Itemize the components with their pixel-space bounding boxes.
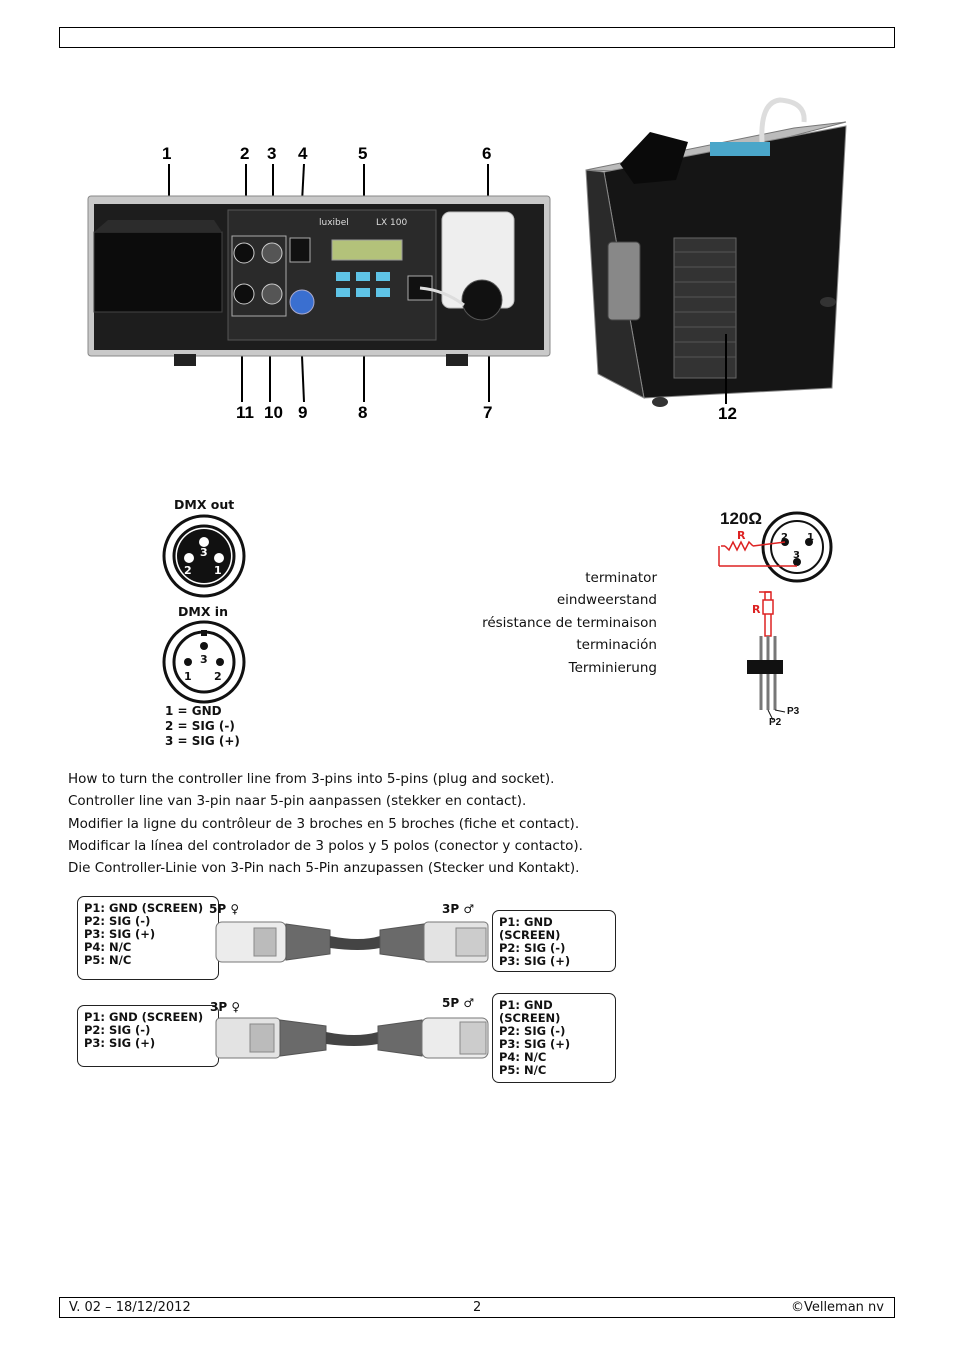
pin-row: P2: SIG (-) <box>84 1023 151 1037</box>
cable1-left-pins: P1: GND (SCREEN) P2: SIG (-) P3: SIG (+)… <box>77 896 219 980</box>
cable2-right-pins: P1: GND (SCREEN) P2: SIG (-) P3: SIG (+)… <box>492 993 616 1083</box>
footer: V. 02 – 18/12/2012 2 ©Velleman nv <box>59 1297 895 1318</box>
instruction-fr: Modifier la ligne du contrôleur de 3 bro… <box>68 816 580 832</box>
pin-row: P3: SIG (+) <box>84 927 156 941</box>
callout-10: 10 <box>264 403 283 422</box>
cable2-left-type: 3P ♀ <box>210 1000 241 1014</box>
pin-row: P4: N/C <box>499 1050 547 1064</box>
instruction-nl: Controller line van 3-pin naar 5-pin aan… <box>68 793 527 809</box>
instruction-es: Modificar la línea del controlador de 3 … <box>68 838 583 854</box>
pin-row: P2: SIG (-) <box>84 914 151 928</box>
callout-5: 5 <box>358 144 368 163</box>
device-front-figure: 1 2 3 4 5 6 11 10 9 8 7 luxibe <box>84 140 554 430</box>
footer-version: V. 02 – 18/12/2012 <box>69 1300 191 1315</box>
pin-row: P4: N/C <box>84 940 132 954</box>
device-front-drawing: luxibel LX 100 <box>87 163 551 403</box>
svg-text:2: 2 <box>214 670 222 683</box>
svg-text:2: 2 <box>184 564 192 577</box>
svg-text:3: 3 <box>793 550 800 561</box>
callout-6: 6 <box>482 144 492 163</box>
pin-row: P1: GND (SCREEN) <box>499 998 561 1025</box>
cable1-right-pins: P1: GND (SCREEN) P2: SIG (-) P3: SIG (+) <box>492 910 616 972</box>
cable2-left-pins: P1: GND (SCREEN) P2: SIG (-) P3: SIG (+) <box>77 1005 219 1067</box>
resistor-label-header: R <box>752 603 761 616</box>
cable1-left-type: 5P ♀ <box>209 902 240 916</box>
pin-row: P2: SIG (-) <box>499 1024 566 1038</box>
callout-1: 1 <box>162 144 172 163</box>
pin-row: P3: SIG (+) <box>499 954 571 968</box>
pin-row: P2: SIG (-) <box>499 941 566 955</box>
callout-11: 11 <box>236 403 254 422</box>
callout-12: 12 <box>718 404 737 423</box>
dmx-legend-1: 1 = GND <box>165 704 222 718</box>
footer-copyright: ©Velleman nv <box>790 1300 884 1315</box>
header-p2-label: P2 <box>769 717 782 728</box>
callout-4: 4 <box>298 144 308 163</box>
svg-text:1: 1 <box>214 564 222 577</box>
callout-2: 2 <box>240 144 250 163</box>
cable1-right-type: 3P ♂ <box>442 902 475 916</box>
svg-text:2: 2 <box>781 532 788 543</box>
terminator-es: terminación <box>576 637 657 654</box>
terminator-de: Terminierung <box>568 659 657 676</box>
terminator-nl: eindweerstand <box>556 592 657 609</box>
dmx-out-connector: 3 2 1 <box>162 514 246 598</box>
svg-text:3: 3 <box>200 653 208 666</box>
cable2-drawing <box>215 1017 489 1059</box>
callout-9: 9 <box>298 403 308 422</box>
terminator-labels: terminator eindweerstand résistance de t… <box>397 567 657 679</box>
svg-text:3: 3 <box>200 546 208 559</box>
callout-8: 8 <box>358 403 368 422</box>
dmx-legend-2: 2 = SIG (-) <box>165 719 235 733</box>
terminator-ohm: 120Ω <box>720 509 762 528</box>
pin-row: P1: GND (SCREEN) <box>499 915 561 942</box>
pin-row: P5: N/C <box>499 1063 547 1077</box>
terminator-diagram: 2 1 3 R R <box>718 511 833 721</box>
callout-7: 7 <box>483 403 493 422</box>
svg-text:1: 1 <box>184 670 192 683</box>
cable1-drawing <box>215 921 489 963</box>
pin-row: P3: SIG (+) <box>499 1037 571 1051</box>
device-side-figure: 12 <box>584 92 854 426</box>
dmx-in-label: DMX in <box>178 604 228 619</box>
resistor-label-top: R <box>737 529 746 542</box>
pin-row: P5: N/C <box>84 953 132 967</box>
dmx-in-connector: 3 1 2 <box>162 620 246 704</box>
header-p3-label: P3 <box>787 706 800 717</box>
footer-page-number: 2 <box>473 1300 482 1315</box>
device-side-drawing <box>585 97 847 407</box>
pin-row: P1: GND (SCREEN) <box>84 901 204 915</box>
terminator-fr: résistance de terminaison <box>482 614 657 631</box>
pin-row: P1: GND (SCREEN) <box>84 1010 204 1024</box>
header-box <box>59 27 895 48</box>
pin-row: P3: SIG (+) <box>84 1036 156 1050</box>
svg-text:1: 1 <box>807 532 814 543</box>
cable2-right-type: 5P ♂ <box>442 996 475 1010</box>
callout-3: 3 <box>267 144 277 163</box>
terminator-en: terminator <box>585 570 657 586</box>
model-text: LX 100 <box>376 218 407 228</box>
dmx-legend-3: 3 = SIG (+) <box>165 734 240 748</box>
brand-text: luxibel <box>319 218 349 228</box>
dmx-legend: 1 = GND 2 = SIG (-) 3 = SIG (+) <box>165 704 240 749</box>
instruction-de: Die Controller-Linie von 3-Pin nach 5-Pi… <box>68 860 580 876</box>
dmx-out-label: DMX out <box>174 497 235 512</box>
instruction-en: How to turn the controller line from 3-p… <box>68 771 555 787</box>
